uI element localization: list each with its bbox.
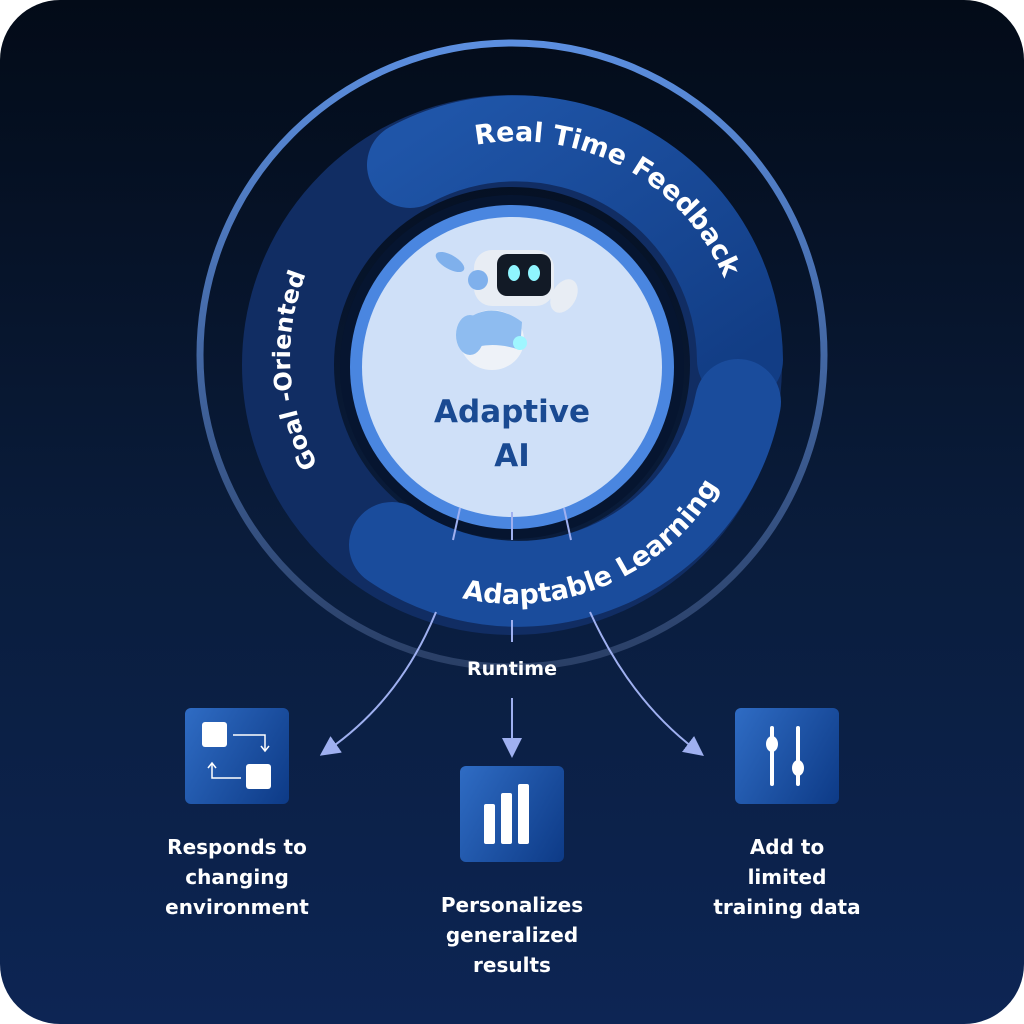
outcome-tile-responds	[185, 708, 289, 804]
center-title-line1: Adaptive	[434, 394, 590, 430]
center-circle	[362, 217, 662, 517]
center-title-line2: AI	[494, 438, 530, 474]
sliders-icon	[766, 726, 804, 786]
outcome-tile-personalizes	[460, 766, 564, 862]
connector-arrows	[319, 507, 704, 758]
center-title: Adaptive AI	[392, 390, 632, 478]
outer-ring	[196, 39, 828, 671]
runtime-label: Runtime	[467, 658, 557, 680]
bar-chart-icon	[484, 784, 529, 844]
robot-icon	[435, 250, 578, 370]
swap-flow-icon	[202, 722, 271, 789]
outcome-tile-training-data	[735, 708, 839, 804]
arc-real-time-feedback	[367, 95, 783, 403]
arc-adaptable-learning	[349, 359, 781, 627]
